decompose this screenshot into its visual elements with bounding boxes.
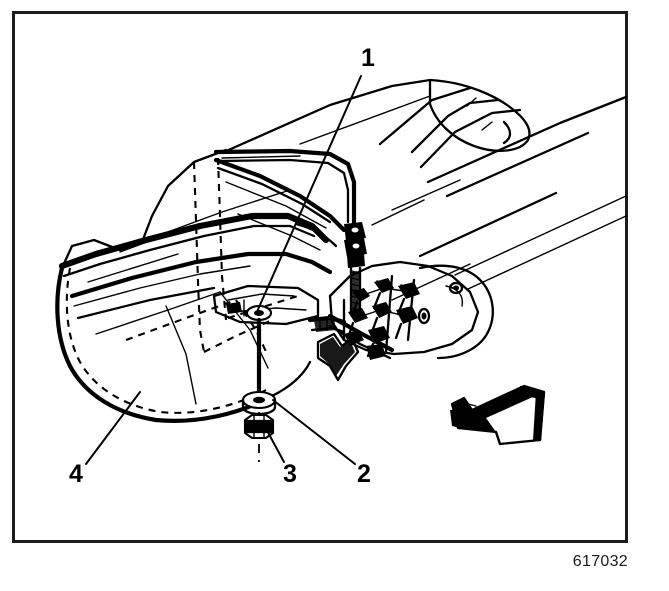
leader-line-4 (85, 391, 141, 465)
leader-line-1 (255, 75, 362, 315)
leader-line-2 (272, 399, 356, 465)
figure-id: 617032 (573, 553, 628, 570)
chassis-frame-rails (391, 95, 628, 301)
leader-line-3 (263, 424, 285, 463)
callout-label-2: 2 (357, 460, 371, 488)
figure-border (12, 11, 628, 543)
retaining-washer (241, 390, 277, 416)
callout-label-1: 1 (361, 44, 375, 72)
fastener-stack (241, 317, 277, 462)
retaining-nut (243, 413, 275, 440)
callout-label-3: 3 (283, 460, 297, 488)
bolt-head (344, 330, 364, 346)
body-panel-upper (222, 78, 531, 226)
bolt-head (394, 306, 418, 340)
callout-label-4: 4 (69, 460, 83, 488)
fuel-tank-body (55, 148, 312, 423)
fuel-tank-strap (58, 212, 333, 320)
callout-leaders (85, 75, 362, 465)
direction-arrow (450, 384, 546, 446)
bolt-head (366, 344, 386, 360)
callout-labels: 1 2 3 4 (69, 44, 375, 488)
hose-clamp (344, 222, 367, 268)
bracket-fastener-cluster (342, 274, 420, 360)
frame-bracket-assembly (307, 260, 494, 382)
